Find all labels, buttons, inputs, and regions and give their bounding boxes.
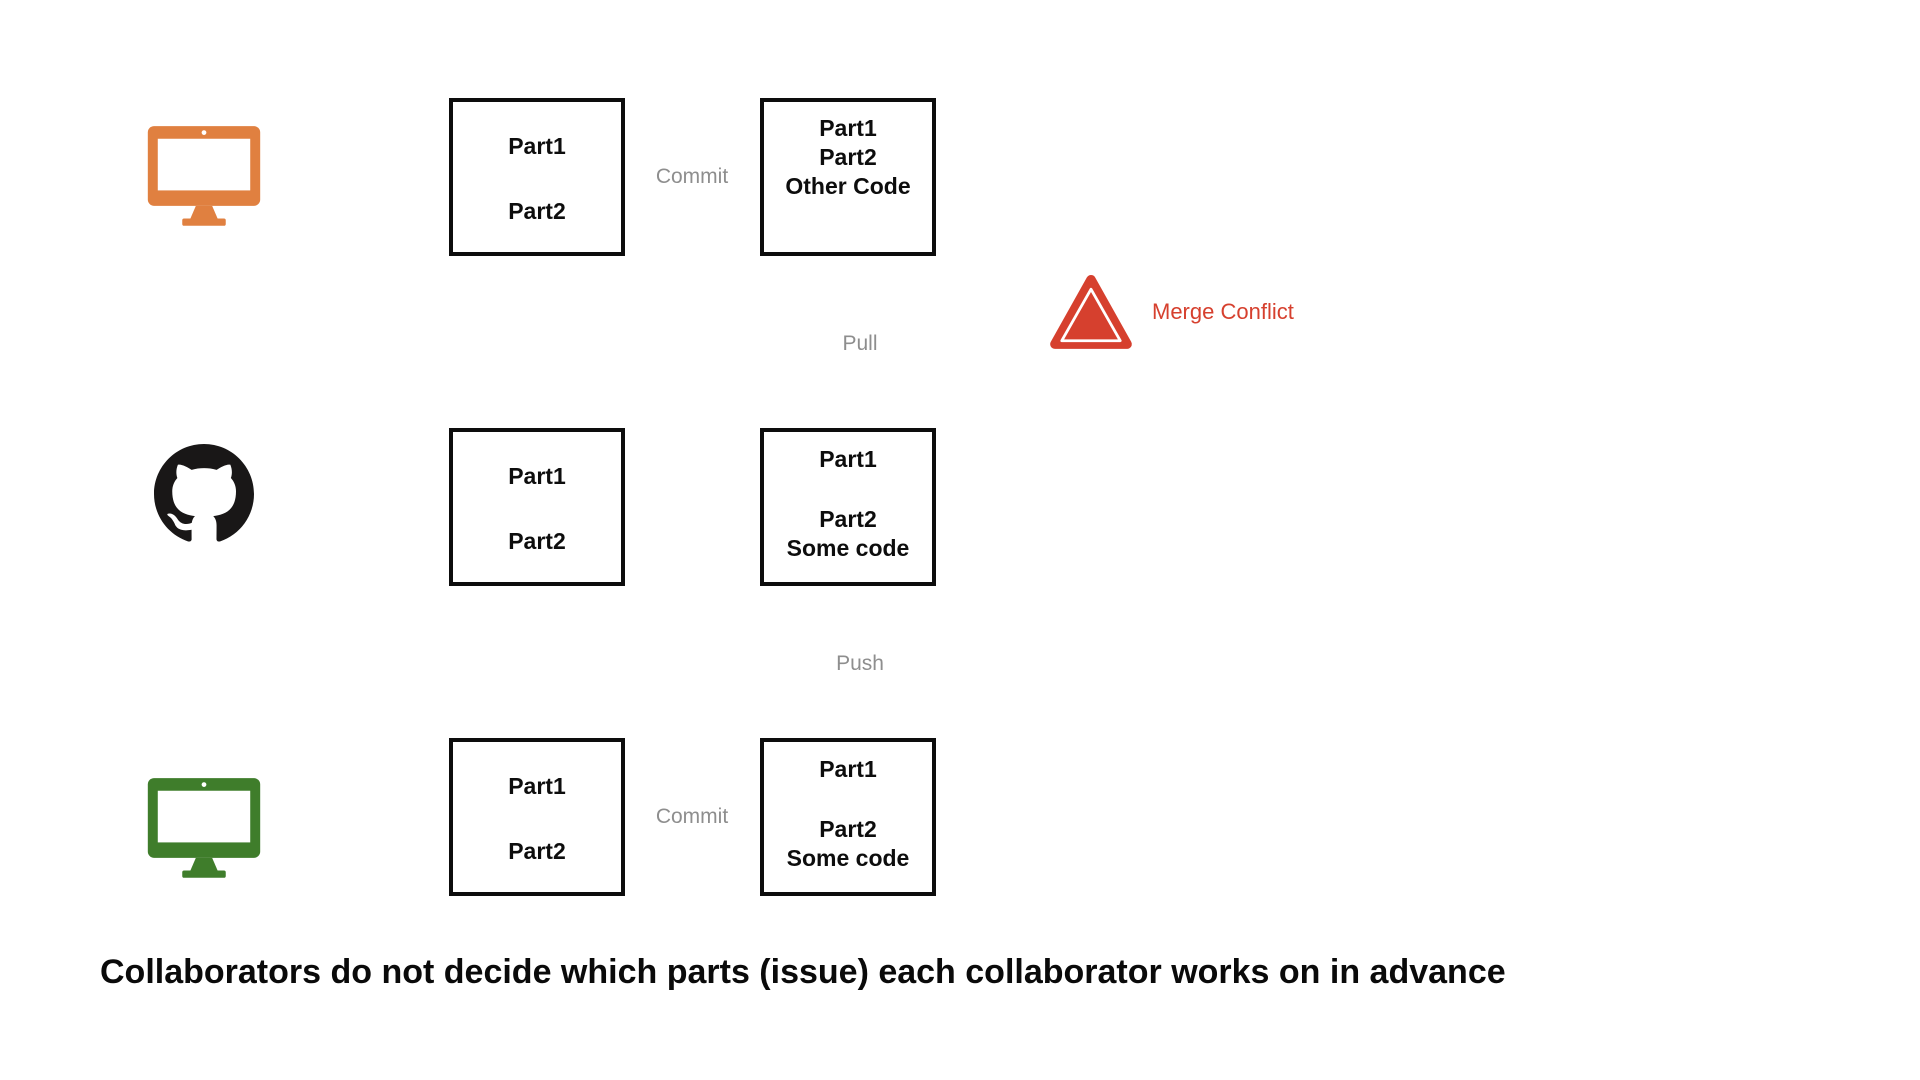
warning-triangle-icon xyxy=(1050,274,1132,349)
box-bottom-result: Part1 Part2 Some code xyxy=(760,738,936,896)
box-line: Some code xyxy=(786,535,910,561)
box-line: Part1 xyxy=(508,773,566,799)
box-top-local: Part1 Part2 xyxy=(449,98,625,256)
push-label: Push xyxy=(836,652,884,675)
box-line: Part2 xyxy=(508,198,566,224)
box-line: Part1 xyxy=(508,133,566,159)
merge-conflict-warning: Merge Conflict xyxy=(1048,270,1294,353)
commit-label-bottom: Commit xyxy=(655,805,729,828)
box-remote-before: Part1 Part2 xyxy=(449,428,625,586)
caption-text: Collaborators do not decide which parts … xyxy=(100,953,1506,991)
box-line: Part1 xyxy=(508,463,566,489)
green-monitor-icon xyxy=(146,776,262,878)
box-line: Part2 xyxy=(819,506,877,532)
orange-monitor-icon xyxy=(146,124,262,226)
box-line: Part2 xyxy=(508,838,566,864)
box-top-result: Part1 Part2 Other Code xyxy=(760,98,936,256)
box-line: Some code xyxy=(786,845,910,871)
box-line: Part2 xyxy=(819,816,877,842)
box-line: Other Code xyxy=(785,173,911,199)
box-line: Part1 xyxy=(819,115,877,141)
github-icon xyxy=(154,444,254,544)
commit-label-top: Commit xyxy=(655,165,729,188)
box-line: Part2 xyxy=(819,144,877,170)
box-line: Part1 xyxy=(819,756,877,782)
box-remote-after: Part1 Part2 Some code xyxy=(760,428,936,586)
box-bottom-local: Part1 Part2 xyxy=(449,738,625,896)
box-line: Part2 xyxy=(508,528,566,554)
box-line: Part1 xyxy=(819,446,877,472)
pull-label: Pull xyxy=(842,332,878,355)
merge-conflict-label: Merge Conflict xyxy=(1152,298,1294,324)
